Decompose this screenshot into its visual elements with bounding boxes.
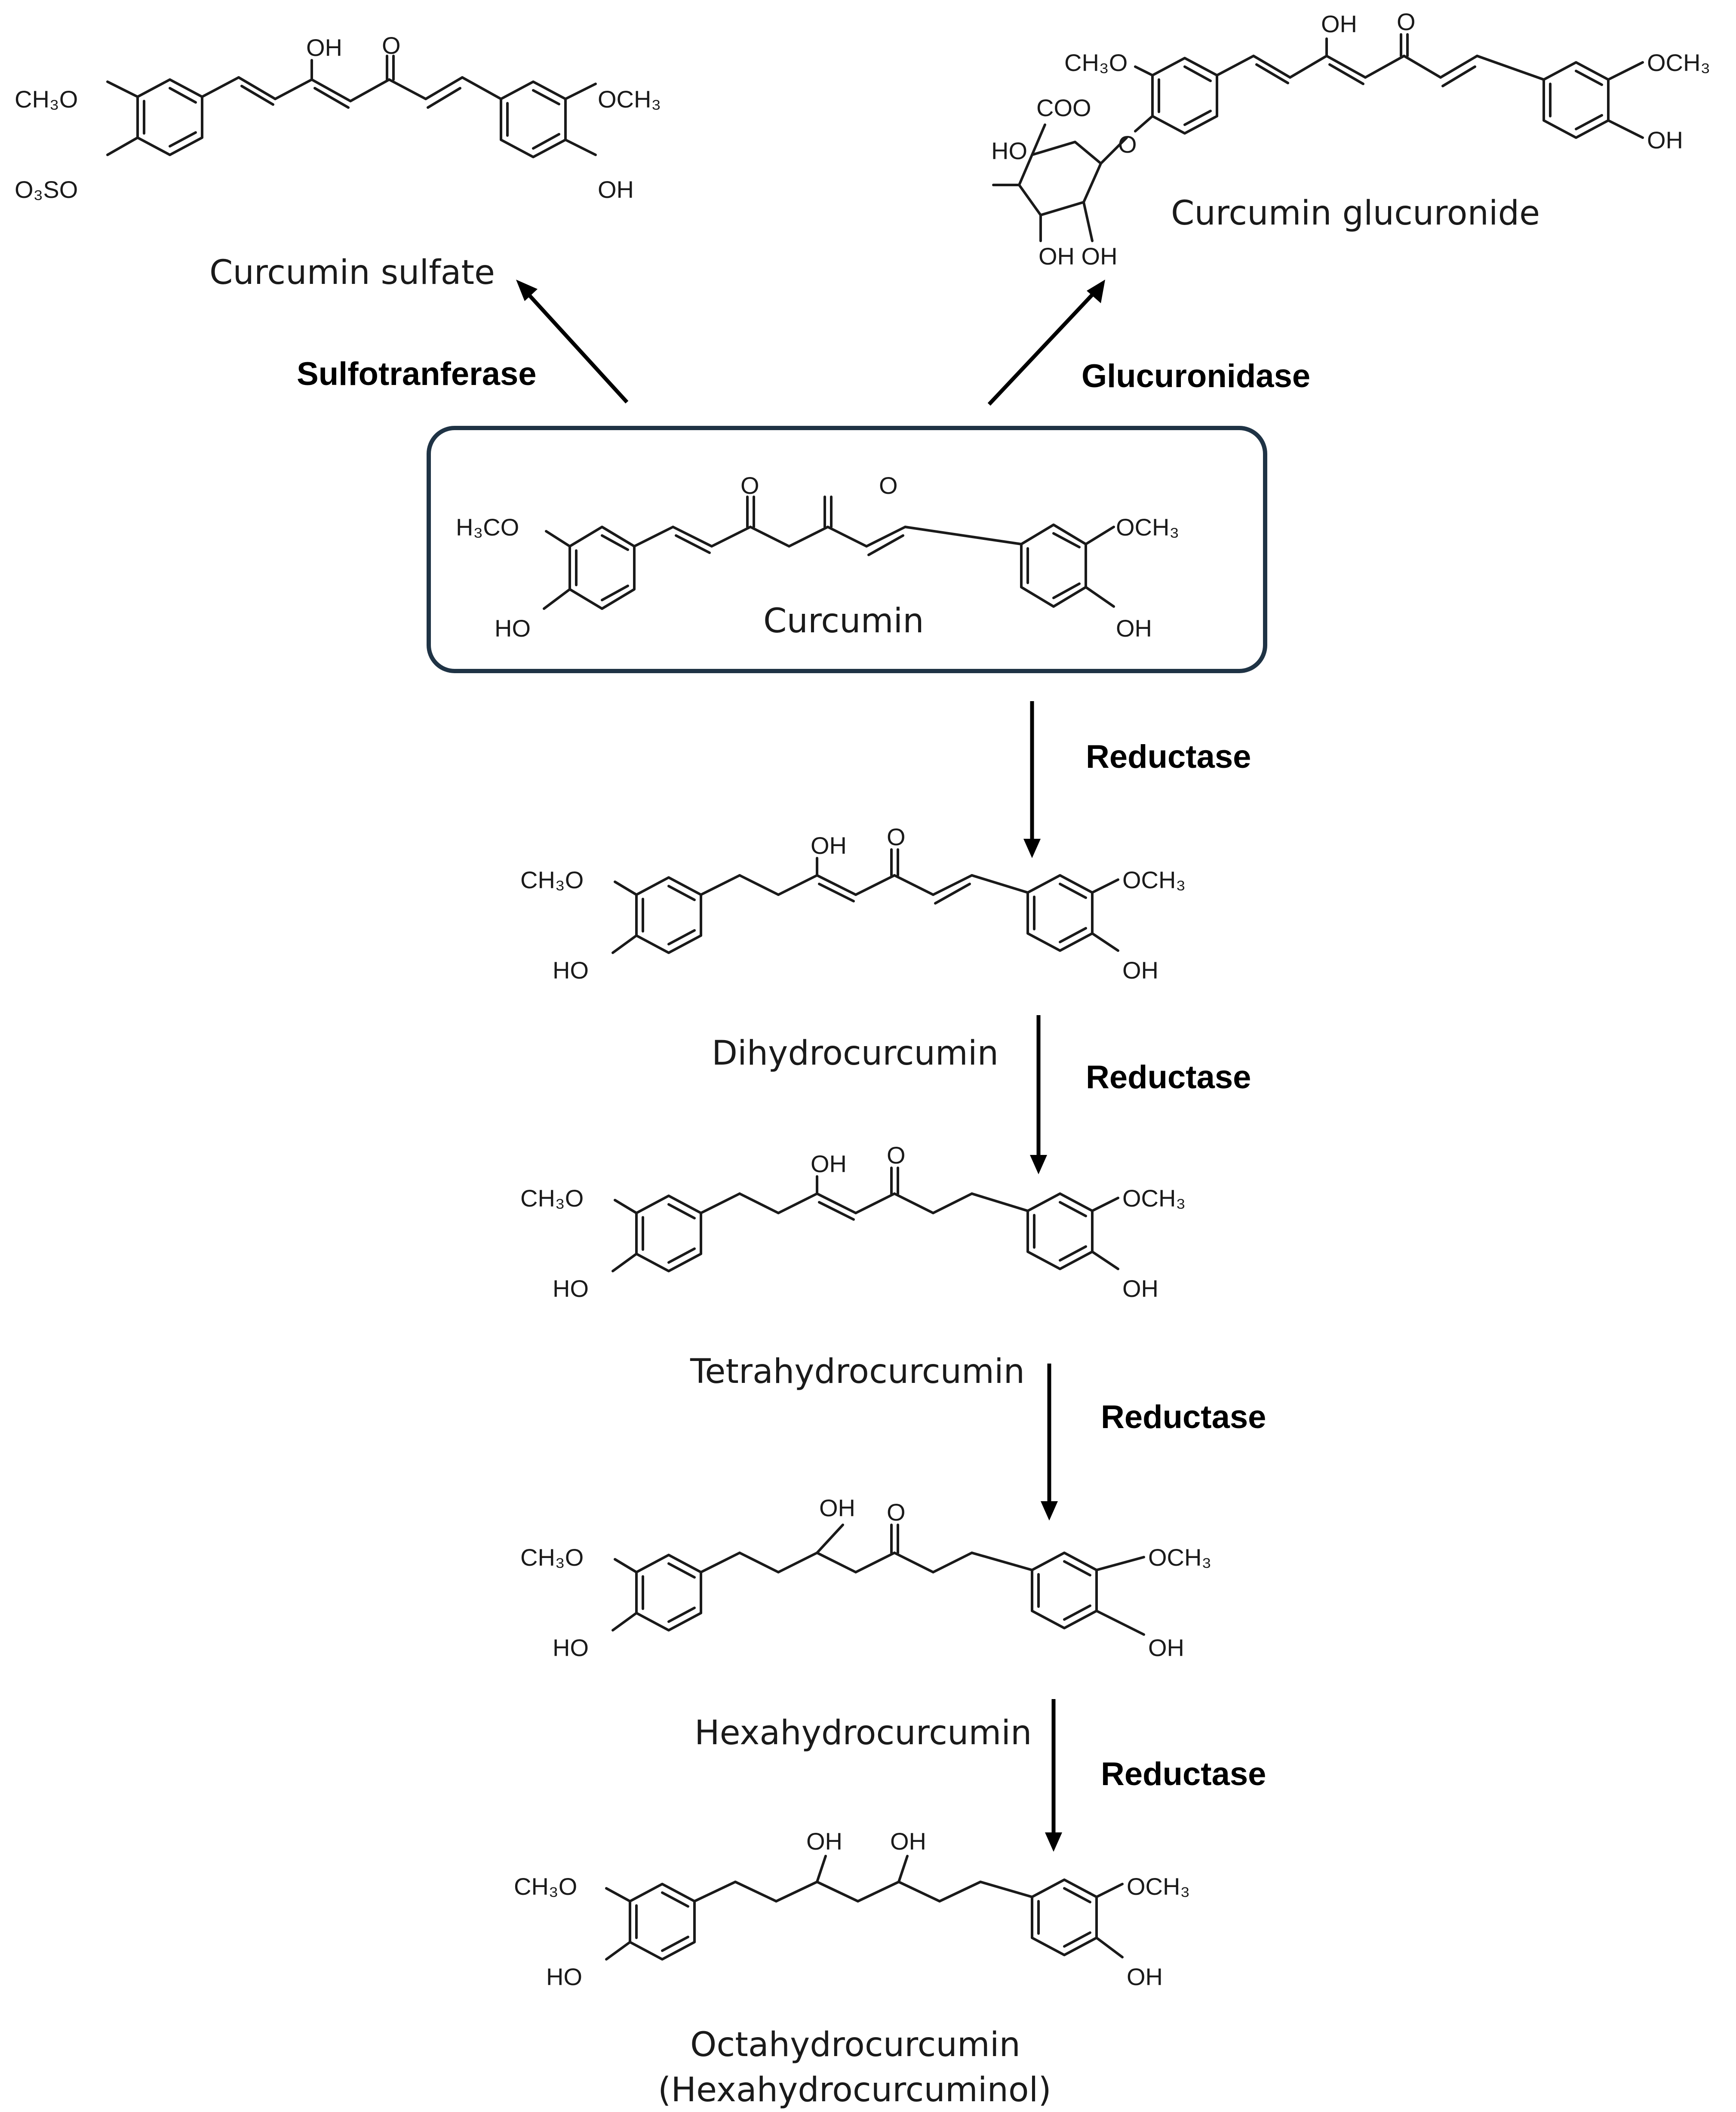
glucuronide-och3-label: OCH₃: [1647, 49, 1710, 76]
arrow-reductase-4: [1045, 1699, 1062, 1852]
octahydro-oh-label-1: OH: [806, 1828, 842, 1855]
curcumin-ketone-o-2: O: [879, 472, 898, 499]
octahydrocurcumin-name: Octahydrocurcumin: [690, 2026, 1020, 2064]
dihydro-oh-label: OH: [1122, 957, 1158, 984]
sulfate-ch3o-label: CH₃O: [15, 86, 78, 113]
arrow-to-glucuronide: [987, 280, 1105, 406]
octahydrocurcumin-structure: [605, 1855, 1124, 1961]
glucuronide-ch3o-label: CH₃O: [1064, 49, 1128, 76]
curcumin-box: [427, 426, 1267, 673]
hexahydro-ketone-o-label: O: [887, 1499, 906, 1526]
tetrahydro-ho-label: HO: [553, 1275, 589, 1302]
dihydrocurcumin-structure: [611, 848, 1119, 954]
tetrahydrocurcumin-structure: [611, 1167, 1119, 1272]
tetrahydro-enol-oh-label: OH: [811, 1150, 847, 1177]
curcumin-structure: [543, 496, 1115, 610]
curcumin-glucuronide-structure: [992, 33, 1644, 242]
curcumin-name: Curcumin: [763, 602, 924, 640]
curcumin-oh-label: OH: [1116, 615, 1152, 642]
glucuronide-ho-label: HO: [991, 137, 1027, 164]
sulfate-ketone-o-label: O: [382, 32, 401, 59]
curcumin-och3-label: OCH₃: [1116, 514, 1179, 541]
arrow-reductase-3: [1041, 1364, 1058, 1521]
curcumin-h3co-label: H₃CO: [456, 514, 519, 541]
tetrahydrocurcumin-name: Tetrahydrocurcumin: [690, 1352, 1025, 1391]
sulfotransferase-label: Sulfotranferase: [297, 356, 537, 392]
hexahydro-ho-label: HO: [553, 1634, 589, 1661]
arrow-to-sulfate: [516, 280, 629, 404]
sulfate-oh-ring-label: OH: [598, 176, 634, 203]
octahydro-ring-oh-label: OH: [1127, 1963, 1163, 1990]
glucuronide-oh-ring-label: OH: [1647, 126, 1683, 154]
reductase-label-1: Reductase: [1086, 739, 1251, 775]
reductase-label-4: Reductase: [1101, 1756, 1266, 1792]
arrow-reductase-1: [1023, 701, 1041, 858]
sulfate-oh-label: OH: [306, 34, 342, 61]
reductase-label-3: Reductase: [1101, 1399, 1266, 1435]
glucuronidase-label: Glucuronidase: [1082, 358, 1310, 394]
hexahydrocurcuminol-name: (Hexahydrocurcuminol): [658, 2071, 1051, 2109]
tetrahydro-ketone-o-label: O: [887, 1142, 906, 1169]
dihydro-enol-oh-label: OH: [811, 832, 847, 859]
dihydrocurcumin-name: Dihydrocurcumin: [712, 1034, 999, 1073]
tetrahydro-och3-label: OCH₃: [1122, 1185, 1186, 1212]
hexahydro-och3-label: OCH₃: [1148, 1544, 1211, 1571]
octahydro-oh-label-2: OH: [890, 1828, 926, 1855]
arrow-reductase-2: [1030, 1015, 1047, 1174]
reductase-label-2: Reductase: [1086, 1059, 1251, 1096]
octahydro-ch3o-label: CH₃O: [514, 1873, 577, 1900]
sulfate-och3-label: OCH₃: [598, 86, 661, 113]
curcumin-ketone-o-1: O: [740, 472, 759, 499]
curcumin-glucuronide-name: Curcumin glucuronide: [1171, 194, 1540, 233]
glucuronide-sugar-oh-label: OH OH: [1039, 243, 1118, 270]
glucuronide-ring-o-label: O: [1118, 131, 1137, 158]
sulfate-o3so-label: O₃SO: [15, 176, 78, 203]
hexahydro-ring-oh-label: OH: [1148, 1634, 1184, 1661]
hexahydro-ch3o-label: CH₃O: [520, 1544, 584, 1571]
glucuronide-ketone-o-label: O: [1397, 8, 1416, 35]
dihydro-och3-label: OCH₃: [1122, 866, 1186, 893]
octahydro-och3-label: OCH₃: [1127, 1873, 1190, 1900]
curcumin-sulfate-name: Curcumin sulfate: [209, 253, 495, 292]
octahydro-ho-label: HO: [546, 1963, 582, 1990]
curcumin-sulfate-structure: [106, 55, 597, 158]
hexahydrocurcumin-structure: [611, 1524, 1145, 1636]
dihydro-ch3o-label: CH₃O: [520, 866, 584, 893]
glucuronide-coo-label: COO: [1036, 94, 1091, 121]
dihydro-ho-label: HO: [553, 957, 589, 984]
dihydro-ketone-o-label: O: [887, 823, 906, 850]
glucuronide-oh-label: OH: [1321, 10, 1357, 37]
hexahydro-oh-label: OH: [819, 1494, 855, 1521]
hexahydrocurcumin-name: Hexahydrocurcumin: [694, 1714, 1032, 1752]
tetrahydro-oh-label: OH: [1122, 1275, 1158, 1302]
curcumin-ho-label: HO: [495, 615, 531, 642]
tetrahydro-ch3o-label: CH₃O: [520, 1185, 584, 1212]
